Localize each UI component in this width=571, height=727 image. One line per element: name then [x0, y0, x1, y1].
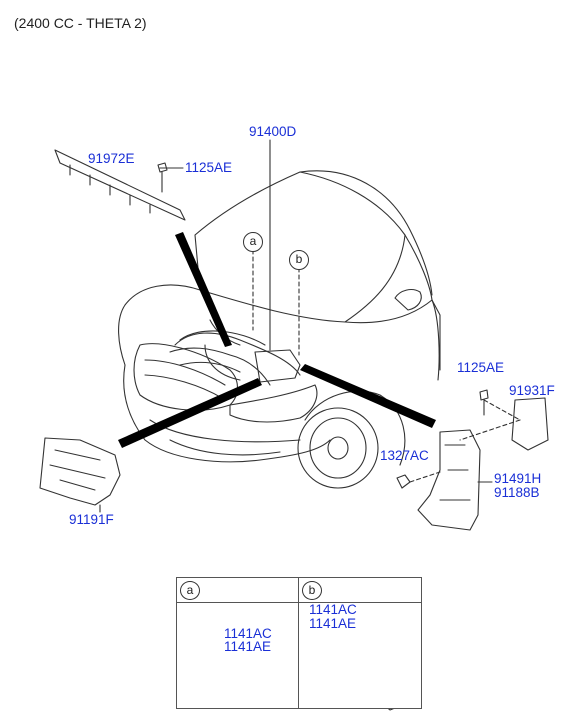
- part-label-91188B[interactable]: 91188B: [494, 485, 540, 500]
- part-label-91931F[interactable]: 91931F: [509, 383, 555, 398]
- detail-table-divider: [298, 578, 299, 708]
- part-label-91972E[interactable]: 91972E: [88, 151, 135, 166]
- part-label-91491H[interactable]: 91491H: [494, 471, 542, 486]
- callout-b[interactable]: b: [289, 250, 309, 270]
- detail-table-header: [177, 578, 421, 603]
- detail-b-part-1141AC[interactable]: 1141AC: [309, 602, 357, 617]
- diagram-title: (2400 CC - THETA 2): [14, 15, 147, 31]
- detail-table: a b: [176, 577, 422, 709]
- detail-a-part-1141AE[interactable]: 1141AE: [224, 639, 272, 654]
- detail-b-header: b: [302, 581, 322, 600]
- detail-a-part-1141AC[interactable]: 1141AC: [224, 626, 272, 641]
- detail-b-part-1141AE[interactable]: 1141AE: [309, 616, 357, 631]
- part-label-1125AE-top[interactable]: 1125AE: [185, 160, 233, 175]
- part-label-1327AC[interactable]: 1327AC: [380, 448, 429, 463]
- detail-a-header: a: [180, 581, 200, 600]
- callout-a[interactable]: a: [243, 232, 263, 252]
- part-label-91191F[interactable]: 91191F: [69, 512, 114, 527]
- part-label-91400D[interactable]: 91400D: [249, 124, 297, 139]
- part-label-1125AE-right[interactable]: 1125AE: [457, 360, 505, 375]
